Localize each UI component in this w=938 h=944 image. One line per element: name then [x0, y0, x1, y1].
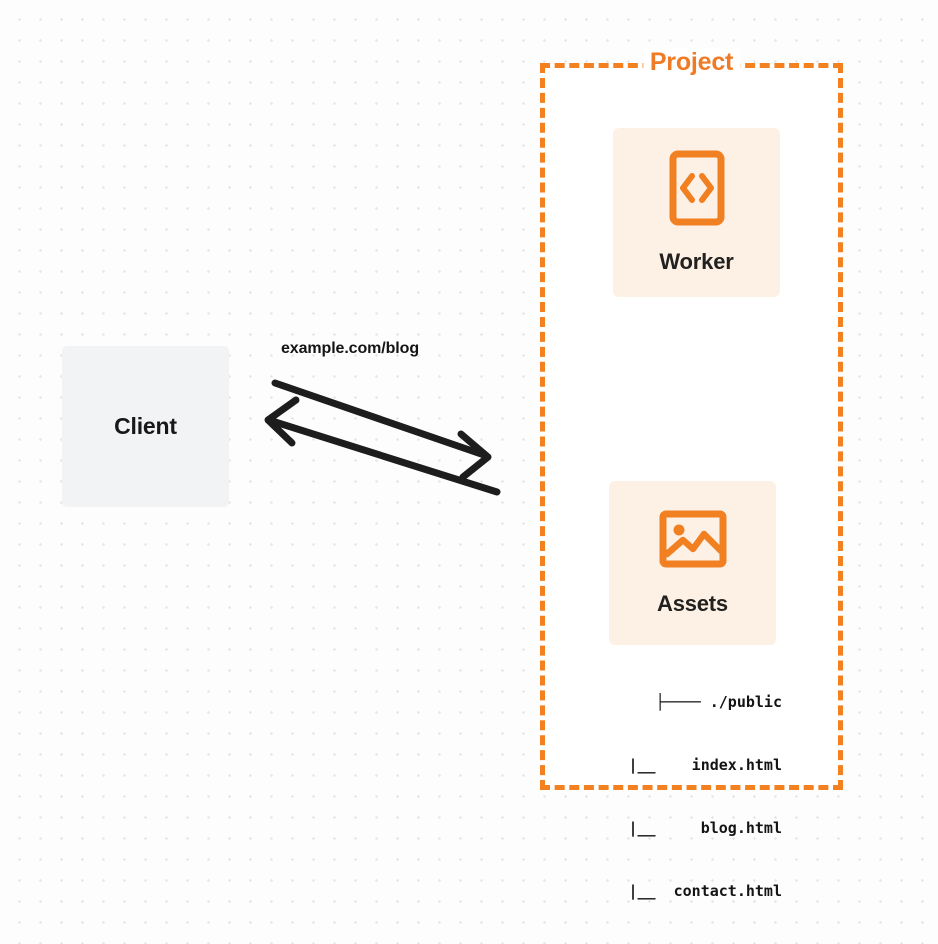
client-node-label: Client [114, 413, 177, 439]
client-node[interactable]: Client [62, 346, 229, 507]
worker-card-label: Worker [659, 249, 734, 274]
project-title: Project [642, 47, 741, 77]
file-tree-line: |__ contact.html [628, 882, 782, 900]
connection-url-label: example.com/blog [281, 340, 419, 357]
response-arrow [264, 396, 501, 496]
request-arrow [271, 379, 492, 481]
diagram-canvas: Client example.com/blog Project Worker [62, 47, 843, 900]
assets-card[interactable]: Assets [609, 481, 776, 645]
assets-file-tree: ├──── ./public |__ index.html |__ blog.h… [560, 650, 782, 944]
code-brackets-icon [669, 150, 725, 231]
file-tree-line: |__ index.html [628, 756, 782, 774]
file-tree-line: |__ blog.html [628, 819, 782, 837]
image-icon [659, 510, 727, 573]
file-tree-line: ├──── ./public [655, 693, 782, 711]
worker-card[interactable]: Worker [613, 128, 780, 297]
assets-card-label: Assets [657, 590, 728, 616]
